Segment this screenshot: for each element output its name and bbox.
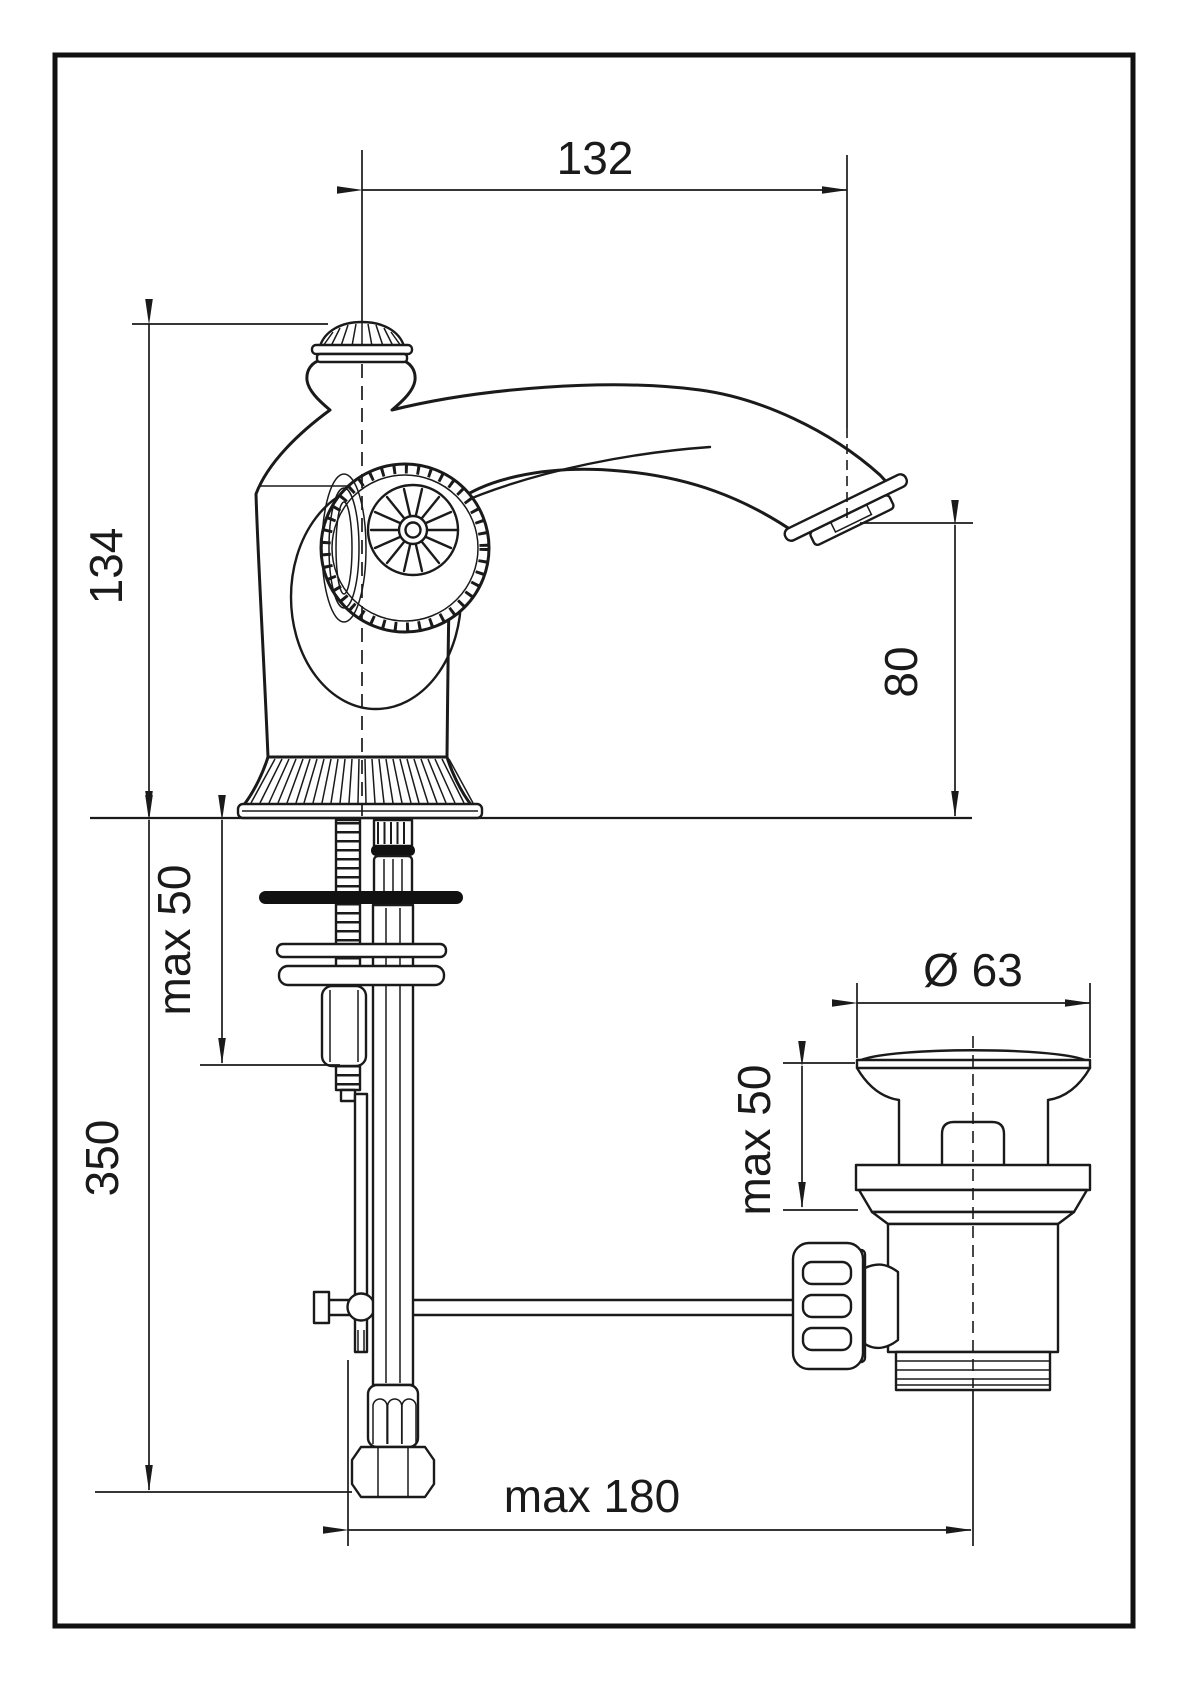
dim-drain-offset: max 180 <box>323 1360 972 1546</box>
dim-spout-height: 80 <box>860 500 973 817</box>
handle-side-ring-2 <box>328 487 360 609</box>
faucet-body-outline <box>254 358 894 759</box>
handle-hub-inner <box>404 521 422 539</box>
aerator-detail <box>829 503 873 534</box>
bell-outline <box>241 755 474 808</box>
dim-deck-thickness-label: max 50 <box>148 865 200 1016</box>
bell-flutes <box>250 758 474 804</box>
pull-rod-fork <box>357 1330 365 1351</box>
rod-clevis-end <box>312 1290 331 1325</box>
mounting-washer-2 <box>277 964 446 987</box>
hose-body-lines <box>385 908 401 1383</box>
aerator <box>783 473 909 547</box>
dim-spout-reach-label: 132 <box>557 132 634 184</box>
dim-deck-thickness: max 50 <box>148 795 340 1066</box>
deck-gasket <box>259 891 463 904</box>
dim-faucet-height: 134 <box>80 299 328 817</box>
hose-nipple <box>372 818 414 848</box>
finial-knob <box>310 320 414 364</box>
handle-rim-inner <box>331 474 479 622</box>
bell-base <box>236 755 484 820</box>
handle-hub-outer <box>397 514 429 546</box>
finial-plate-upper <box>310 343 414 356</box>
dim-supply-length: 350 <box>76 795 352 1493</box>
rod-ball-joint <box>346 1292 376 1322</box>
dim-supply-length-label: 350 <box>76 1120 128 1197</box>
page-border <box>52 52 1136 1629</box>
spout-inner-line <box>453 445 712 507</box>
hose-swivel-fitting <box>366 1383 420 1449</box>
faucet-figure <box>236 150 909 820</box>
under-counter-assembly <box>259 818 797 1499</box>
handle-wheel <box>319 462 491 634</box>
handle-side-ring-1 <box>335 501 353 595</box>
mounting-nut <box>320 984 368 1068</box>
finial-plate-lower <box>315 352 409 364</box>
finial-flutes <box>322 323 402 347</box>
dim-faucet-height-label: 134 <box>80 528 132 605</box>
dim-drain-diameter-label: Ø 63 <box>923 944 1023 996</box>
hose-oring-band <box>371 845 415 856</box>
handle-flower-petals <box>369 487 460 573</box>
knurl-slot-1 <box>801 1260 853 1286</box>
dim-drain-diameter: Ø 63 <box>832 944 1091 1058</box>
popup-drain <box>791 1036 1092 1546</box>
dim-drain-deck-label: max 50 <box>728 1065 780 1216</box>
shank-end-cap <box>339 1088 357 1103</box>
mounting-nut-lines <box>329 990 359 1062</box>
dim-spout-height-label: 80 <box>875 646 927 697</box>
drain-funnel <box>855 1066 1092 1167</box>
coupling-transition <box>863 1263 900 1350</box>
handle-side-ring-3 <box>321 473 367 623</box>
handle-knurl-ring <box>321 464 489 632</box>
dim-drain-deck-thickness: max 50 <box>728 1041 858 1216</box>
dim-spout-reach: 132 <box>337 132 848 194</box>
popup-pull-rod <box>353 1092 369 1354</box>
fitting-arches <box>372 1398 417 1444</box>
knurl-slot-3 <box>801 1326 853 1352</box>
dim-drain-offset-label: max 180 <box>504 1470 680 1522</box>
knurl-slot-2 <box>801 1293 853 1319</box>
mounting-washer-1 <box>275 942 448 959</box>
dimension-annotations: 132 134 80 max 50 350 <box>76 132 1091 1546</box>
hex-nut-facets <box>377 1447 409 1497</box>
hose-hex-nut <box>350 1445 436 1499</box>
